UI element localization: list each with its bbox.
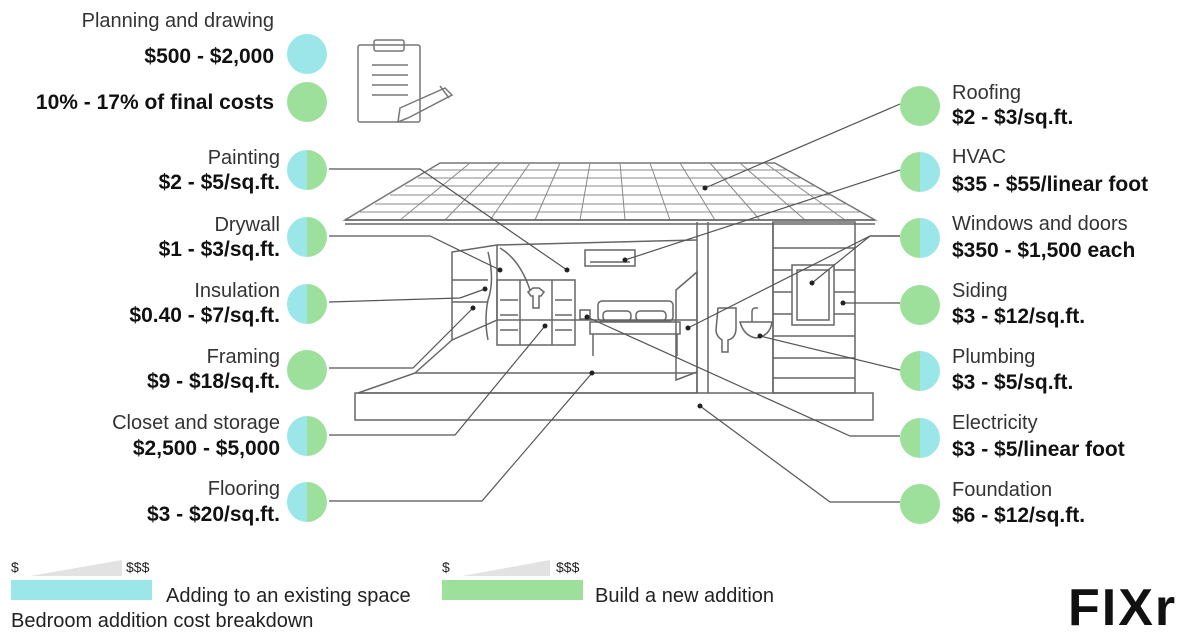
- closet-circle: [287, 416, 327, 456]
- roofing-label: Roofing: [952, 82, 1021, 104]
- planning-value-green: 10% - 17% of final costs: [35, 91, 274, 114]
- windows-value: $350 - $1,500 each: [952, 239, 1136, 262]
- roofing-value: $2 - $3/sq.ft.: [952, 106, 1074, 129]
- electricity-circle: [900, 418, 940, 458]
- legend-cost-ramp-1: [30, 560, 122, 576]
- sink: [739, 321, 773, 339]
- legend-existing-text: Adding to an existing space: [166, 585, 411, 607]
- planning-green-circle: [287, 82, 327, 122]
- drywall-value: $1 - $3/sq.ft.: [158, 238, 280, 261]
- plumbing-circle: [900, 351, 940, 391]
- drywall-circle: [287, 217, 327, 257]
- foundation-circle: [900, 484, 940, 524]
- connector-dots: [470, 185, 846, 409]
- planning-label: Planning and drawing: [81, 10, 274, 32]
- flooring-label: Flooring: [207, 478, 280, 500]
- wardrobe: [496, 279, 576, 346]
- planning-blue-circle: [287, 34, 327, 74]
- legend-new-text: Build a new addition: [595, 585, 775, 607]
- painting-label: Painting: [207, 147, 280, 169]
- plumbing-label: Plumbing: [952, 346, 1036, 368]
- painting-circle: [287, 150, 327, 190]
- electricity-value: $3 - $5/linear foot: [952, 438, 1125, 461]
- framing-label: Framing: [206, 346, 280, 368]
- ac-unit: [584, 249, 636, 267]
- framing-value: $9 - $18/sq.ft.: [146, 370, 280, 393]
- legend-low-1: $: [11, 559, 19, 575]
- planning-value-blue: $500 - $2,000: [144, 45, 274, 68]
- legend-low-2: $: [442, 559, 450, 575]
- foundation-label: Foundation: [952, 479, 1053, 501]
- hvac-label: HVAC: [952, 146, 1007, 168]
- legend-high-1: $$$: [126, 559, 150, 575]
- plumbing-value: $3 - $5/sq.ft.: [952, 371, 1074, 394]
- connector-lines: [328, 103, 901, 503]
- bed: [597, 300, 674, 322]
- closet-value: $2,500 - $5,000: [132, 437, 280, 460]
- fixr-logo: FIXr: [1068, 579, 1178, 637]
- siding-label: Siding: [952, 280, 1008, 302]
- floor: [357, 372, 698, 394]
- windows-label: Windows and doors: [952, 213, 1128, 235]
- closet-label: Closet and storage: [112, 412, 280, 434]
- insulation-label: Insulation: [194, 280, 280, 302]
- siding-value: $3 - $12/sq.ft.: [952, 305, 1086, 328]
- foundation-value: $6 - $12/sq.ft.: [952, 504, 1086, 527]
- flooring-circle: [287, 482, 327, 522]
- roof-tiles: [360, 162, 860, 221]
- drywall-label: Drywall: [214, 214, 280, 236]
- electricity-label: Electricity: [952, 412, 1038, 434]
- window: [791, 264, 835, 326]
- hvac-circle: [900, 152, 940, 192]
- roofing-circle: [900, 86, 940, 126]
- flooring-value: $3 - $20/sq.ft.: [146, 503, 280, 526]
- caption: Bedroom addition cost breakdown: [11, 610, 314, 632]
- door: [675, 270, 698, 382]
- legend-high-2: $$$: [556, 559, 580, 575]
- legend-cost-ramp-2: [462, 560, 550, 576]
- insulation-value: $0.40 - $7/sq.ft.: [129, 304, 280, 327]
- toilet: [715, 307, 737, 353]
- foundation-slab: [354, 392, 874, 421]
- painting-value: $2 - $5/sq.ft.: [158, 171, 280, 194]
- siding-circle: [900, 285, 940, 325]
- windows-circle: [900, 218, 940, 258]
- wall-outlet: [579, 309, 591, 320]
- legend-blue-bar: [11, 580, 152, 600]
- framing-circle: [287, 350, 327, 390]
- hvac-value: $35 - $55/linear foot: [952, 173, 1149, 196]
- legend-green-bar: [442, 580, 583, 600]
- clipboard-icon: [357, 39, 454, 124]
- insulation-circle: [287, 284, 327, 324]
